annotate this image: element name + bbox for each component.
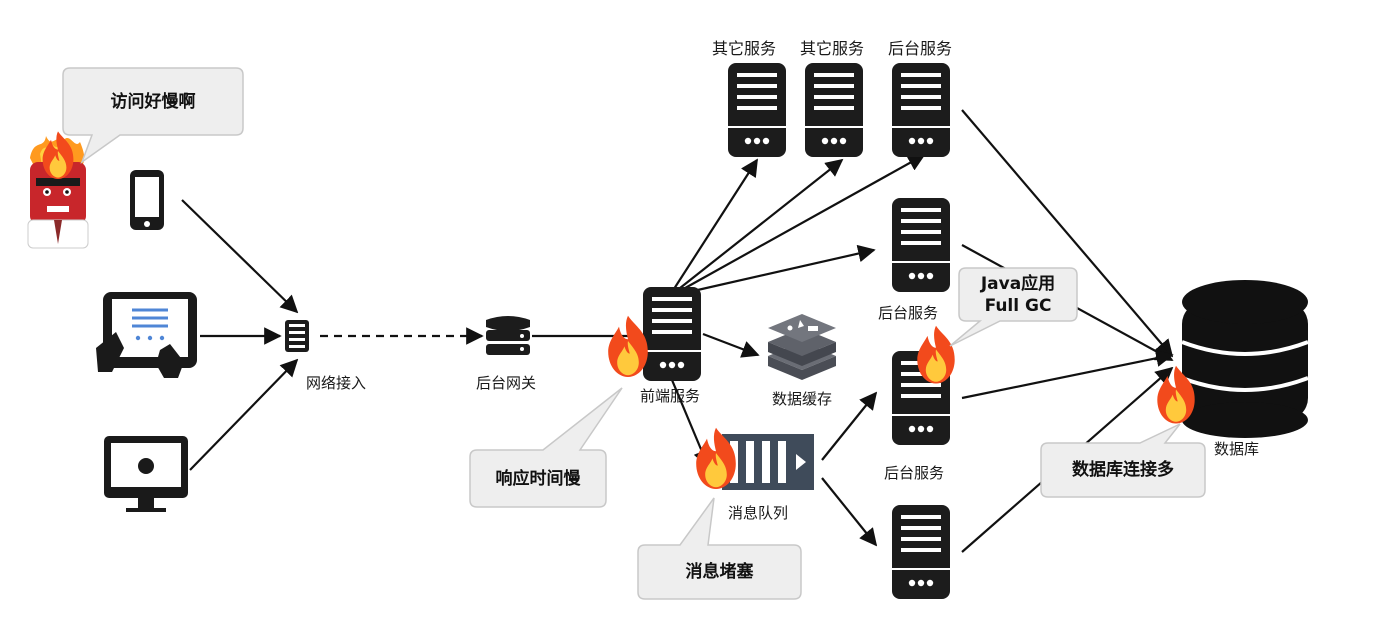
frontend-server-icon xyxy=(642,286,702,382)
desktop-computer-icon xyxy=(104,436,188,512)
arrow-frontend-to-svc4 xyxy=(679,244,876,296)
top-service-label-2: 其它服务 xyxy=(800,39,865,58)
arrow-desktop-to-access xyxy=(189,358,299,471)
backend-service-lower-label: 后台服务 xyxy=(884,464,945,482)
slow-response-bubble-shape xyxy=(469,387,623,508)
arrow-queue-to-svc6 xyxy=(821,477,878,547)
db-connections-bubble-shape xyxy=(1040,423,1206,498)
data-cache-label: 数据缓存 xyxy=(772,390,833,408)
full-gc-callout-line1: Java应用 xyxy=(980,273,1056,294)
queue-blocked-bubble-shape xyxy=(637,497,802,600)
tablet-icon xyxy=(96,292,197,378)
db-connections-callout: 数据库连接多 xyxy=(1072,460,1174,480)
arrow-svc5-to-db xyxy=(961,349,1174,400)
arrow-frontend-to-svc1 xyxy=(671,158,758,293)
database-label: 数据库 xyxy=(1214,440,1260,458)
top-service-label-1: 其它服务 xyxy=(712,39,777,58)
arrow-phone-to-access xyxy=(181,199,299,314)
backend-service-server-bottom xyxy=(891,504,951,600)
complaint-bubble-shape xyxy=(62,67,244,165)
top-service-label-3: 后台服务 xyxy=(888,39,953,58)
data-cache-icon xyxy=(768,314,836,380)
queue-blocked-callout: 消息堵塞 xyxy=(685,562,754,582)
backend-service-server-top xyxy=(891,62,951,158)
gateway-label: 后台网关 xyxy=(476,374,537,392)
backend-service-server-middle xyxy=(891,197,951,293)
arrow-frontend-to-svc2 xyxy=(674,158,844,293)
other-service-server-1 xyxy=(727,62,787,158)
fire-icon-frontend xyxy=(608,315,648,377)
gc-bubble-shape xyxy=(949,267,1078,347)
gateway-icon xyxy=(486,316,530,355)
arrow-svc3-to-db xyxy=(961,109,1174,358)
message-queue-icon xyxy=(722,434,814,490)
fire-icon-backend-gc xyxy=(917,325,955,384)
backend-service-middle-label: 后台服务 xyxy=(878,304,939,322)
arrow-frontend-to-svc3 xyxy=(677,154,926,293)
network-access-icon xyxy=(285,320,309,352)
database-icon xyxy=(1181,280,1309,438)
other-service-server-2 xyxy=(804,62,864,158)
arrow-frontend-to-cache xyxy=(702,332,760,358)
frontend-service-label: 前端服务 xyxy=(640,387,701,405)
complaint-callout: 访问好慢啊 xyxy=(110,91,196,112)
slow-response-callout: 响应时间慢 xyxy=(495,468,581,489)
phone-icon xyxy=(130,170,164,230)
full-gc-callout-line2: Full GC xyxy=(984,295,1052,316)
full-gc-callout: Java应用 Full GC xyxy=(959,268,1077,321)
arrow-queue-to-svc5 xyxy=(821,391,878,461)
message-queue-label: 消息队列 xyxy=(728,504,789,522)
network-access-label: 网络接入 xyxy=(306,374,367,392)
